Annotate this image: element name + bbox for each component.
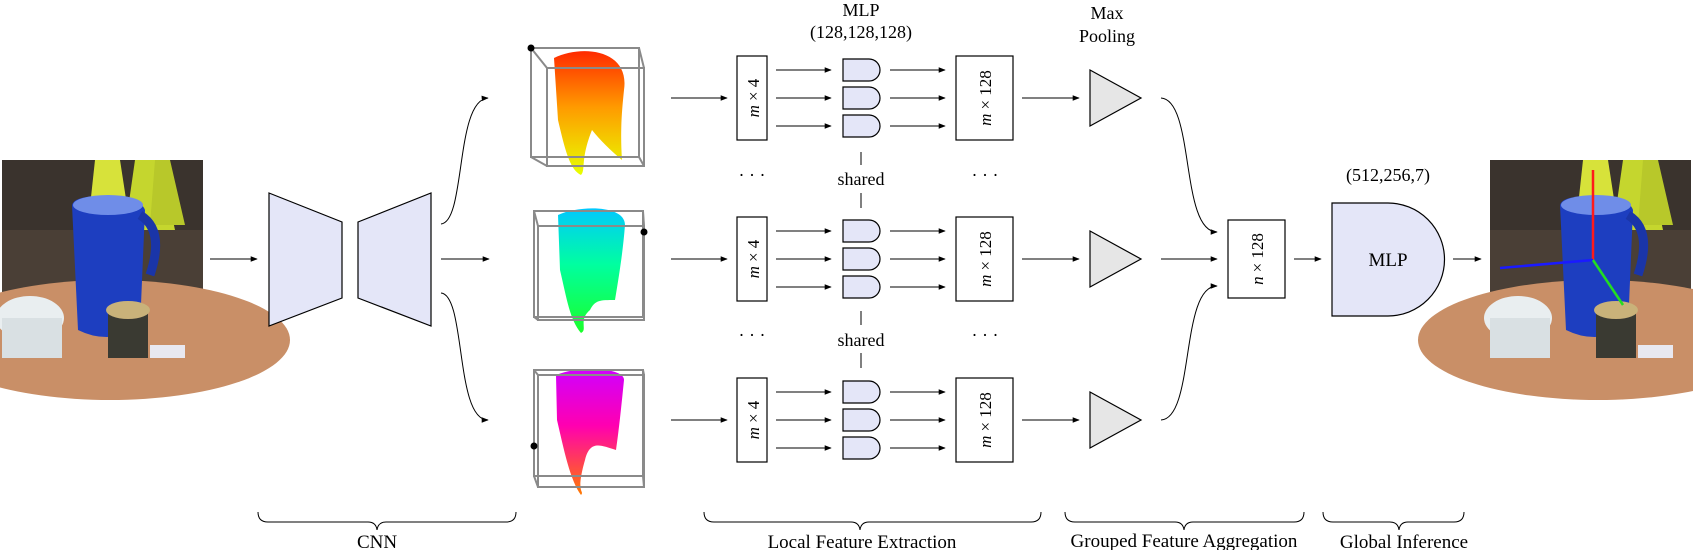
row-3: m× 4 m× 128 xyxy=(736,377,1143,463)
local-feature-box xyxy=(955,216,1014,302)
mlp-unit xyxy=(842,58,881,82)
mlp-unit xyxy=(842,408,881,432)
mlp-unit xyxy=(842,86,881,110)
mlp-unit xyxy=(842,275,881,299)
brace-local xyxy=(703,511,1042,531)
final-mlp-block xyxy=(1331,202,1446,317)
mlp-unit xyxy=(842,114,881,138)
brace-grouped xyxy=(1064,511,1305,531)
svg-text:m× 128: m× 128 xyxy=(976,231,995,287)
max-label-line2: Pooling xyxy=(1079,26,1135,46)
final-mlp-label: MLP xyxy=(1368,250,1407,271)
input-feature-box xyxy=(736,55,768,141)
mlp-unit xyxy=(842,436,881,460)
max-pool-triangle xyxy=(1089,68,1143,128)
svg-text:m× 4: m× 4 xyxy=(744,239,763,278)
final-mlp-dims: (512,256,7) xyxy=(1346,165,1430,186)
cnn-encoder xyxy=(268,192,343,327)
brace-cnn xyxy=(257,511,517,531)
max-pool-triangle xyxy=(1089,390,1143,450)
mlp-unit xyxy=(842,380,881,404)
svg-text:m× 4: m× 4 xyxy=(744,400,763,439)
shared-label-1: shared xyxy=(838,169,885,189)
local-feature-box xyxy=(955,55,1014,141)
point-cloud-cube-1 xyxy=(527,44,645,175)
mlp-unit xyxy=(842,219,881,243)
brace-global xyxy=(1322,511,1465,531)
input-image xyxy=(0,160,290,400)
svg-text:m× 128: m× 128 xyxy=(976,392,995,448)
max-pool-triangle xyxy=(1089,229,1143,289)
mlp-unit xyxy=(842,247,881,271)
svg-text:n× 128: n× 128 xyxy=(1248,233,1267,285)
mlp-title: MLP xyxy=(842,0,879,20)
ellipsis-right-1: · · · xyxy=(972,165,999,185)
brace-label-local: Local Feature Extraction xyxy=(768,532,957,550)
global-feature-box xyxy=(1227,219,1286,299)
row-2: m× 4 m× 128 xyxy=(736,216,1143,302)
output-image xyxy=(1418,160,1693,400)
brace-label-global: Global Inference xyxy=(1340,532,1468,550)
ellipsis-left-2: · · · xyxy=(739,325,766,345)
input-feature-box xyxy=(736,216,768,302)
ellipsis-left-1: · · · xyxy=(739,165,766,185)
ellipsis-right-2: · · · xyxy=(972,325,999,345)
point-cloud-cube-2 xyxy=(533,208,648,333)
max-label-line1: Max xyxy=(1091,3,1124,23)
svg-text:m× 128: m× 128 xyxy=(976,70,995,126)
svg-text:m× 4: m× 4 xyxy=(744,78,763,117)
brace-label-cnn: CNN xyxy=(357,532,397,550)
brace-label-grouped: Grouped Feature Aggregation xyxy=(1071,531,1298,550)
point-cloud-cube-3 xyxy=(530,368,645,495)
input-feature-box xyxy=(736,377,768,463)
shared-label-2: shared xyxy=(838,330,885,350)
local-feature-box xyxy=(955,377,1014,463)
mlp-dims: (128,128,128) xyxy=(810,22,912,43)
row-1: m× 4 m× 128 xyxy=(736,55,1143,141)
cnn-decoder xyxy=(357,192,432,327)
